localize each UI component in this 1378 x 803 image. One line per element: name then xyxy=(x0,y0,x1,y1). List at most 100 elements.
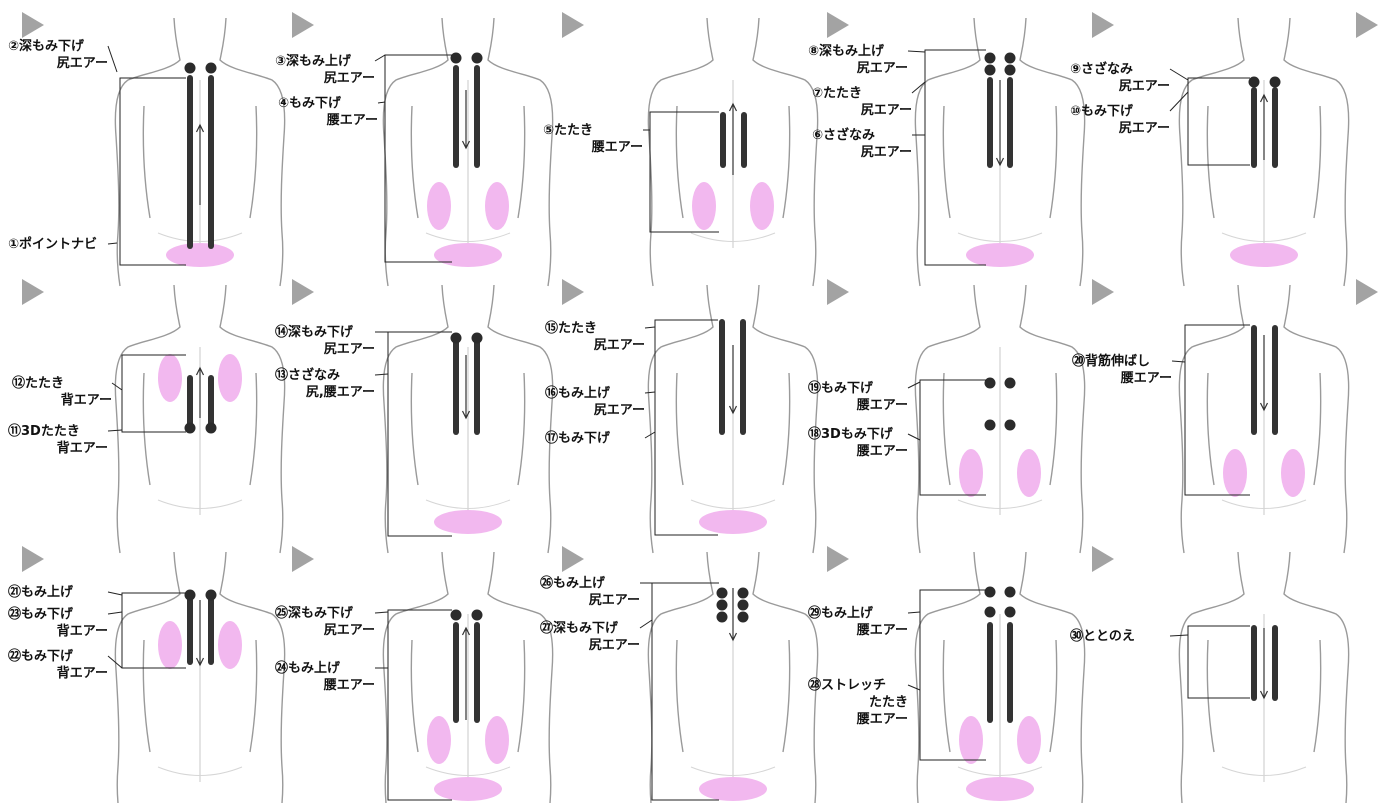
step-label: ⑱3Dもみ下げ腰エアー xyxy=(808,426,908,460)
step-air-mode: 尻エアー xyxy=(275,341,375,358)
roller-node xyxy=(738,612,749,623)
step-label: ⑧深もみ上げ尻エアー xyxy=(808,43,908,77)
step-label: ㉗深もみ下げ尻エアー xyxy=(540,620,640,654)
waist-air-pad xyxy=(1223,449,1247,497)
seat-air-pad xyxy=(166,243,234,267)
step-arrow-icon xyxy=(827,546,849,572)
step-air-mode: 尻エアー xyxy=(8,55,108,72)
step-name: ⑬さざなみ xyxy=(275,367,375,384)
step-name: ⑨さざなみ xyxy=(1070,61,1170,78)
step-arrow-icon xyxy=(1092,546,1114,572)
step-label: ④もみ下げ腰エアー xyxy=(278,95,378,129)
step-name: ㉑もみ上げ xyxy=(8,584,108,601)
label-leader-line xyxy=(112,383,122,390)
step-air-mode: たたき xyxy=(808,694,908,711)
step-air-mode: 背エアー xyxy=(8,440,108,457)
step-name: ㉗深もみ下げ xyxy=(540,620,640,637)
step-name: ⑰もみ下げ xyxy=(545,430,645,447)
roller-node xyxy=(185,63,196,74)
step-arrow-icon xyxy=(827,12,849,38)
step-name: ⑦たたき xyxy=(812,85,912,102)
roller-node xyxy=(1005,587,1016,598)
seat-air-pad xyxy=(434,510,502,534)
step-label: ⑯もみ上げ尻エアー xyxy=(545,385,645,419)
step-panel xyxy=(1092,279,1349,553)
range-bracket xyxy=(652,583,719,800)
label-leader-line xyxy=(108,430,122,431)
range-bracket xyxy=(925,50,986,265)
next-row-arrow-icon xyxy=(1356,12,1378,38)
step-air-mode: 尻エアー xyxy=(545,402,645,419)
roller-node xyxy=(985,65,996,76)
step-label: ㉘ストレッチたたき腰エアー xyxy=(808,677,908,728)
back-air-pad xyxy=(218,354,242,402)
seat-air-pad xyxy=(1230,243,1298,267)
roller-node xyxy=(206,63,217,74)
roller-node xyxy=(472,333,483,344)
step-name: ⑥さざなみ xyxy=(812,127,912,144)
step-air-mode: 尻エアー xyxy=(812,144,912,161)
step-air-mode: 腰エアー xyxy=(808,622,908,639)
step-label: ⑪3Dたたき背エアー xyxy=(8,423,108,457)
step-label: ㉑もみ上げ xyxy=(8,584,108,601)
step-panel xyxy=(292,279,553,553)
label-leader-line xyxy=(108,592,122,595)
range-bracket xyxy=(655,320,718,535)
step-name: ⑩もみ下げ xyxy=(1070,103,1170,120)
step-label: ㉚ととのえ xyxy=(1070,628,1170,645)
step-panel xyxy=(1092,546,1349,803)
step-panel xyxy=(1092,12,1349,286)
roller-node xyxy=(185,423,196,434)
step-air-mode: 尻エアー xyxy=(545,337,645,354)
roller-node xyxy=(451,610,462,621)
step-label: ⑦たたき尻エアー xyxy=(812,85,912,119)
step-name: ㉒もみ下げ xyxy=(8,648,108,665)
step-name: ⑯もみ上げ xyxy=(545,385,645,402)
step-name: ②深もみ下げ xyxy=(8,38,108,55)
step-label: ㉔もみ上げ腰エアー xyxy=(275,660,375,694)
step-name: ⑳背筋伸ばし xyxy=(1072,353,1172,370)
label-leader-line xyxy=(908,51,925,52)
step-name: ㉙もみ上げ xyxy=(808,605,908,622)
label-leader-line xyxy=(908,685,920,690)
step-arrow-icon xyxy=(1092,279,1114,305)
step-air-mode: 腰エアー xyxy=(808,443,908,460)
label-leader-line xyxy=(645,392,655,393)
step-name: ⑧深もみ上げ xyxy=(808,43,908,60)
waist-air-pad xyxy=(485,182,509,230)
range-bracket xyxy=(120,78,186,265)
step-air-mode: 背エアー xyxy=(8,623,108,640)
step-name: ④もみ下げ xyxy=(278,95,378,112)
range-bracket xyxy=(1188,78,1250,165)
step-arrow-icon xyxy=(292,12,314,38)
step-label: ㉓もみ下げ背エアー xyxy=(8,606,108,640)
label-leader-line xyxy=(908,612,920,613)
step-panel xyxy=(827,279,1085,553)
step-label: ⑨さざなみ尻エアー xyxy=(1070,61,1170,95)
step-label: ㉒もみ下げ背エアー xyxy=(8,648,108,682)
roller-node xyxy=(738,600,749,611)
step-air-mode: 尻エアー xyxy=(812,102,912,119)
roller-node xyxy=(472,53,483,64)
step-air-mode: 背エアー xyxy=(12,392,112,409)
waist-air-pad xyxy=(692,182,716,230)
seat-air-pad xyxy=(699,510,767,534)
seat-air-pad xyxy=(699,777,767,801)
roller-node xyxy=(1005,65,1016,76)
waist-air-pad xyxy=(427,182,451,230)
step-label: ⑳背筋伸ばし腰エアー xyxy=(1072,353,1172,387)
step-arrow-icon xyxy=(1092,12,1114,38)
step-label: ③深もみ上げ尻エアー xyxy=(275,53,375,87)
step-name: ㉖もみ上げ xyxy=(540,575,640,592)
step-label: ⑫たたき背エアー xyxy=(12,375,112,409)
step-label: ㉕深もみ下げ尻エアー xyxy=(275,605,375,639)
label-leader-line xyxy=(645,327,655,328)
label-leader-line xyxy=(912,82,925,93)
step-label: ⑲もみ下げ腰エアー xyxy=(808,380,908,414)
waist-air-pad xyxy=(1017,716,1041,764)
step-air-mode: 尻エアー xyxy=(275,70,375,87)
step-arrow-icon xyxy=(22,279,44,305)
step-air-mode: 腰エアー xyxy=(278,112,378,129)
step-name: ⑫たたき xyxy=(12,375,112,392)
